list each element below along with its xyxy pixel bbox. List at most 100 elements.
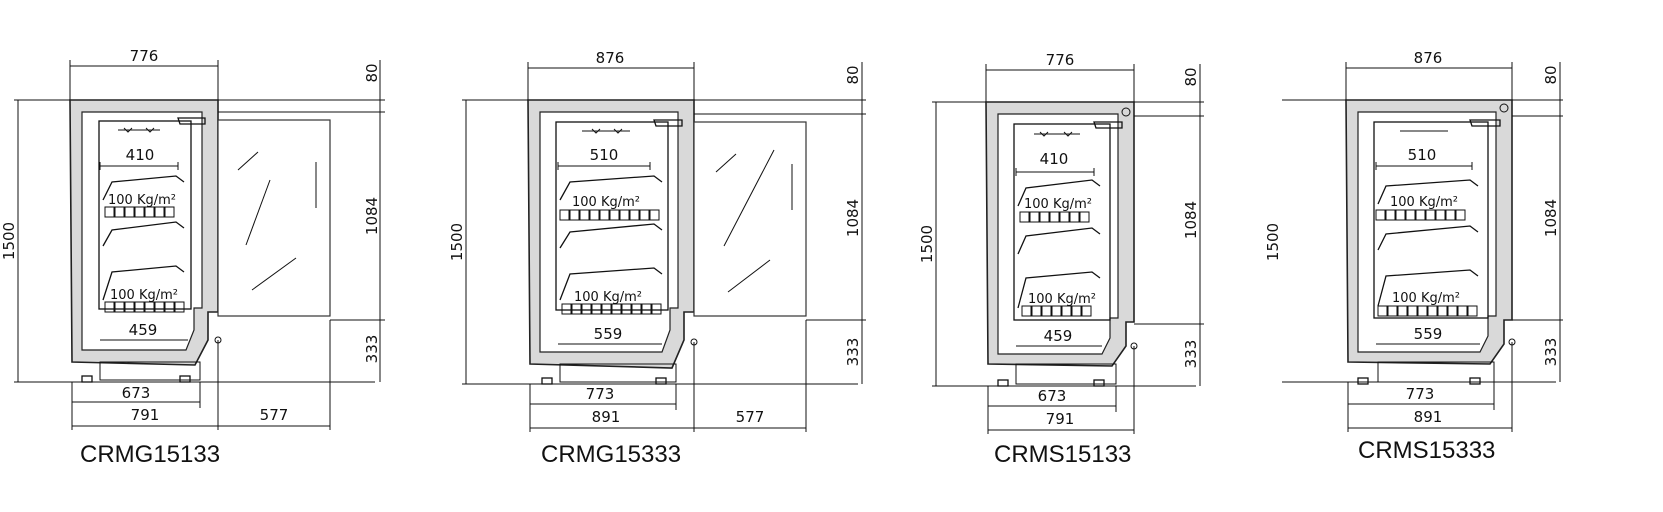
shelf-1 [102,175,185,201]
cabinet-interior [539,111,679,353]
dim-footprint: 773 [586,385,615,403]
dim-base-inner: 459 [129,321,158,339]
base-plinth [559,363,677,383]
shelf-2 [1377,225,1479,251]
dimension-lines [14,60,385,430]
dim-width-top: 776 [130,47,159,65]
shelf-3 [559,267,663,301]
dim-depth: 891 [592,408,621,426]
air-grille-arrows [123,127,155,133]
cabinet-interior [997,113,1119,355]
shelf-1 [559,175,663,201]
foot-right [1469,377,1481,385]
dim-height-top: 80 [844,65,862,84]
label-load-top: 100 Kg/m² [1024,197,1092,212]
dim-base-inner: 559 [1414,325,1443,343]
dim-depth: 791 [131,406,160,424]
shelf-2 [1017,227,1101,255]
glass-reflection [237,151,297,291]
dim-shelf-width: 410 [126,146,155,164]
foot-right [179,375,191,383]
air-grille-arrows [1039,131,1073,137]
shelf-3 [102,265,185,301]
product-row-top [104,206,175,218]
dim-footprint: 673 [1038,387,1067,405]
label-load-bottom: 100 Kg/m² [1392,291,1460,306]
glass-door [693,121,807,317]
product-row-bottom [1021,305,1092,317]
dim-height-mid: 1084 [844,199,862,237]
cabinet-interior [81,111,203,351]
label-load-bottom: 100 Kg/m² [574,290,642,305]
product-row-bottom [561,303,662,315]
unit-crms15133: 776 1500 80 1084 333 410 100 Kg/m² 100 K… [918,51,1204,468]
dimension-lines [1282,62,1563,432]
dim-height-mid: 1084 [1542,199,1560,237]
foot-right [1093,379,1105,387]
foot-left [81,375,93,383]
dim-depth: 791 [1046,410,1075,428]
unit-crmg15333: 876 1500 80 1084 333 510 100 Kg/m² 100 K… [448,49,866,468]
air-grille-arrows [591,128,623,134]
dim-height-bottom: 333 [844,338,862,367]
dim-height-mid: 1084 [1182,201,1200,239]
unit-crms15333: 876 1500 80 1084 333 510 100 Kg/m² 100 K… [1264,49,1563,464]
dim-shelf-width: 410 [1040,150,1069,168]
dim-shelf-width: 510 [590,146,619,164]
canopy-light [653,119,683,127]
product-row-top [1375,209,1466,221]
dim-width-top: 776 [1046,51,1075,69]
model-caption: CRMG15333 [541,441,681,468]
dim-height-bottom: 333 [1182,340,1200,369]
dim-height-total: 1500 [0,222,18,260]
cabinet-interior [1357,111,1497,353]
shelf-2 [102,221,185,247]
canopy-light [177,117,206,125]
dim-height-top: 80 [363,63,381,82]
foot-left [541,377,553,385]
dim-footprint: 773 [1406,385,1435,403]
dim-depth: 891 [1414,408,1443,426]
model-caption: CRMG15133 [80,441,220,468]
label-load-bottom: 100 Kg/m² [110,288,178,303]
dim-height-total: 1500 [918,225,936,263]
unit-crmg15133: 776 1500 80 1084 333 410 100 Kg/m² 100 K… [0,47,385,468]
dim-footprint: 673 [122,384,151,402]
glass-reflection [715,149,775,293]
base-plinth [1015,363,1117,385]
dim-door-depth: 577 [260,406,289,424]
canopy-light [1469,119,1501,127]
product-row-top [1019,211,1090,223]
dim-height-top: 80 [1542,65,1560,84]
label-load-top: 100 Kg/m² [572,195,640,210]
product-row-bottom [1377,305,1478,317]
canopy-light [1093,121,1123,129]
dim-height-total: 1500 [1264,223,1282,261]
dim-height-bottom: 333 [1542,338,1560,367]
dim-height-top: 80 [1182,67,1200,86]
dimension-lines [462,62,866,432]
shelf-3 [1377,269,1479,307]
dim-base-inner: 459 [1044,327,1073,345]
shelf-2 [559,223,663,249]
shelf-1 [1377,179,1479,205]
label-load-bottom: 100 Kg/m² [1028,292,1096,307]
product-row-top [559,209,660,221]
dim-base-inner: 559 [594,325,623,343]
dim-door-depth: 577 [736,408,765,426]
shelf-3 [1017,271,1101,309]
base-plinth [99,361,201,381]
dim-height-mid: 1084 [363,197,381,235]
product-row-bottom [104,301,185,313]
model-caption: CRMS15133 [994,441,1131,468]
label-load-top: 100 Kg/m² [1390,195,1458,210]
dim-shelf-width: 510 [1408,146,1437,164]
dim-width-top: 876 [1414,49,1443,67]
dim-height-total: 1500 [448,223,466,261]
dim-width-top: 876 [596,49,625,67]
display-opening [1373,121,1489,319]
glass-door [217,119,331,317]
control-knob [1121,107,1131,117]
